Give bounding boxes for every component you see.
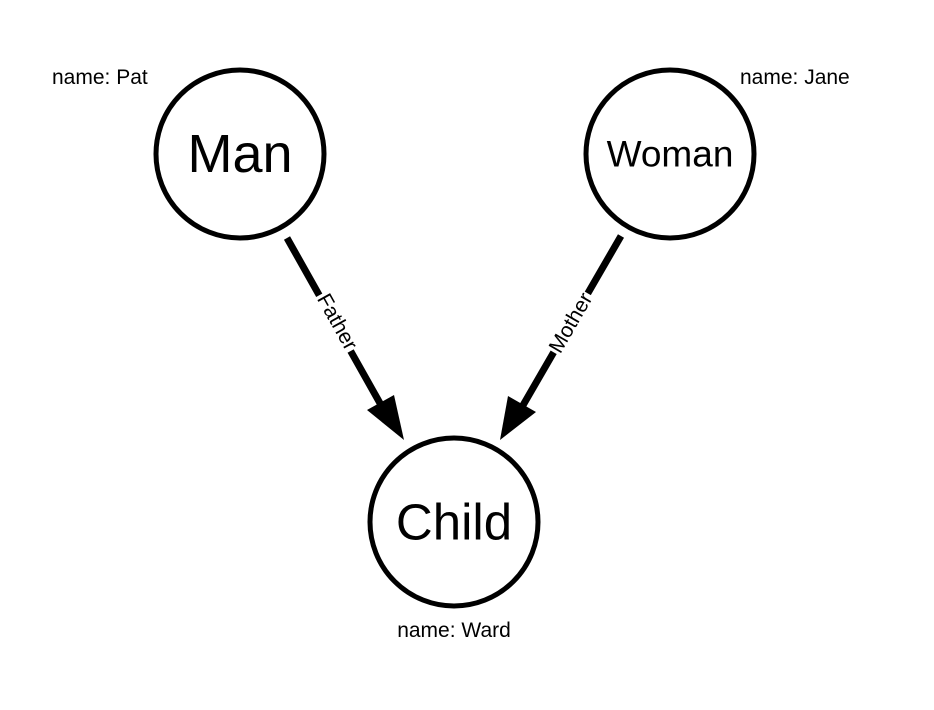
node-child-label: Child	[396, 494, 512, 551]
edge-father: Father	[283, 236, 404, 440]
node-child-circle	[367, 435, 541, 609]
node-child: Child name: Ward	[367, 435, 541, 642]
node-man-property: name: Pat	[52, 66, 148, 89]
node-woman-label: Woman	[607, 134, 734, 175]
node-child-property: name: Ward	[397, 619, 511, 642]
node-man: Man name: Pat	[52, 66, 327, 241]
edge-father-arrowhead	[367, 395, 404, 440]
node-man-label: Man	[187, 124, 292, 184]
edge-mother: Mother	[500, 234, 625, 440]
edge-father-label-bg	[310, 287, 364, 357]
edge-mother-arrowhead	[500, 396, 536, 440]
node-man-circle	[153, 67, 327, 241]
node-woman-property: name: Jane	[740, 66, 850, 89]
edge-father-label: Father	[312, 290, 362, 354]
node-woman-circle	[583, 67, 757, 241]
node-woman: Woman name: Jane	[583, 66, 850, 241]
edge-mother-label-bg	[542, 287, 600, 359]
